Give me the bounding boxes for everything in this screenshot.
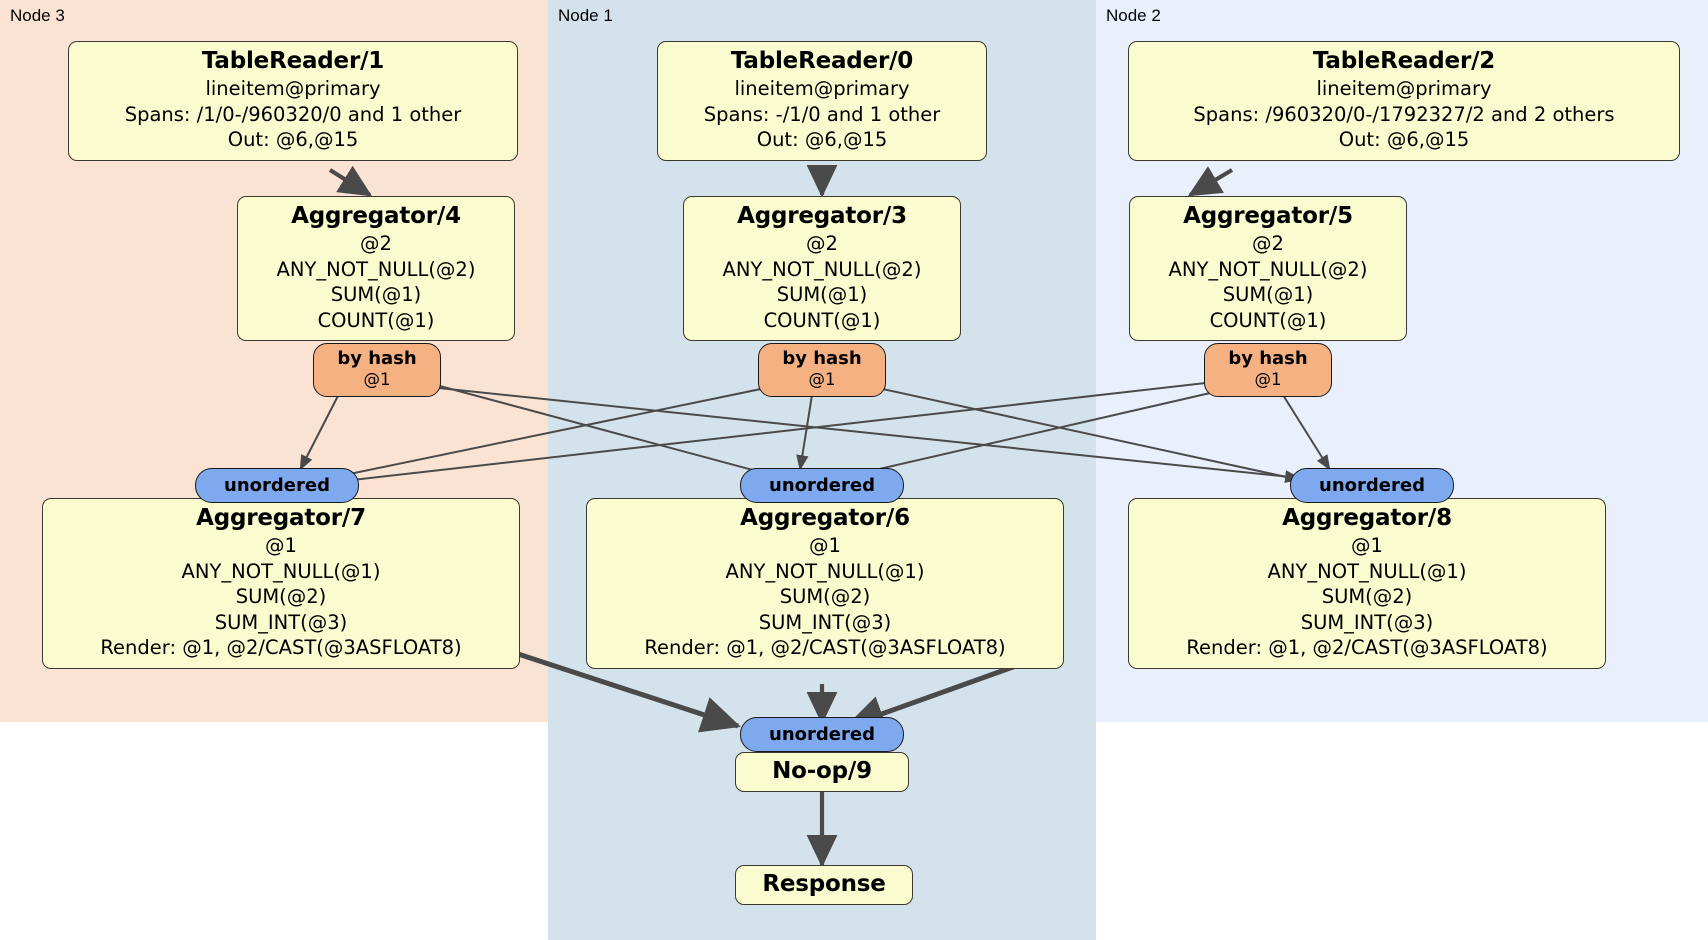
processor-detail-line: SUM_INT(@3): [214, 610, 348, 634]
processor-title: Aggregator/7: [196, 505, 366, 531]
processor-detail-line: Spans: /1/0-/960320/0 and 1 other: [124, 102, 462, 126]
synchronizer-unordered-left[interactable]: unordered: [195, 468, 359, 503]
router-by-hash-center[interactable]: by hash @1: [758, 343, 886, 397]
processor-detail-line: Out: @6,@15: [756, 128, 888, 151]
node-panel-label-node1: Node 1: [558, 6, 613, 25]
processor-detail-line: SUM_INT(@3): [1300, 610, 1434, 634]
router-column: @1: [808, 370, 836, 389]
router-by-hash-left[interactable]: by hash @1: [313, 343, 441, 397]
processor-detail-line: SUM(@1): [1222, 283, 1314, 306]
processor-detail-line: ANY_NOT_NULL(@2): [276, 257, 476, 281]
processor-box-aggregator-7[interactable]: Aggregator/7 @1 ANY_NOT_NULL(@1) SUM(@2)…: [42, 498, 520, 669]
processor-box-noop-9[interactable]: No-op/9: [735, 752, 909, 792]
processor-detail-line: SUM_INT(@3): [758, 610, 892, 634]
processor-detail-line: lineitem@primary: [205, 77, 381, 100]
processor-title: No-op/9: [772, 758, 872, 784]
processor-title: TableReader/0: [730, 48, 914, 74]
synchronizer-label: unordered: [769, 723, 875, 745]
processor-detail-line: lineitem@primary: [734, 77, 910, 100]
processor-detail-line: SUM(@1): [776, 283, 868, 306]
processor-detail-line: COUNT(@1): [1209, 308, 1327, 332]
processor-box-response[interactable]: Response: [735, 865, 913, 905]
processor-detail-line: SUM(@2): [779, 585, 871, 608]
processor-title: TableReader/1: [201, 48, 385, 74]
processor-detail-line: ANY_NOT_NULL(@1): [1267, 559, 1467, 583]
synchronizer-label: unordered: [1319, 474, 1425, 496]
node-panel-label-node2: Node 2: [1106, 6, 1161, 25]
processor-detail-line: Render: @1, @2/CAST(@3ASFLOAT8): [644, 636, 1006, 659]
processor-detail-line: ANY_NOT_NULL(@1): [181, 559, 381, 583]
synchronizer-label: unordered: [769, 474, 875, 496]
processor-detail-line: ANY_NOT_NULL(@2): [722, 257, 922, 281]
processor-box-aggregator-4[interactable]: Aggregator/4 @2 ANY_NOT_NULL(@2) SUM(@1)…: [237, 196, 515, 341]
node-panel-label-node3: Node 3: [10, 6, 65, 25]
processor-detail-line: COUNT(@1): [763, 308, 881, 332]
processor-detail-line: Spans: /960320/0-/1792327/2 and 2 others: [1193, 102, 1615, 126]
router-label: by hash: [782, 348, 862, 369]
processor-title: Aggregator/8: [1282, 505, 1452, 531]
processor-detail-line: SUM(@1): [330, 283, 422, 306]
processor-detail-line: lineitem@primary: [1316, 77, 1492, 100]
processor-box-aggregator-3[interactable]: Aggregator/3 @2 ANY_NOT_NULL(@2) SUM(@1)…: [683, 196, 961, 341]
processor-detail-line: Out: @6,@15: [227, 128, 359, 151]
synchronizer-unordered-final[interactable]: unordered: [740, 717, 904, 752]
processor-detail-line: ANY_NOT_NULL(@2): [1168, 257, 1368, 281]
processor-detail-line: SUM(@2): [235, 585, 327, 608]
processor-detail-line: @2: [806, 232, 838, 255]
processor-detail-line: Out: @6,@15: [1338, 128, 1470, 151]
processor-detail-line: @2: [360, 232, 392, 255]
processor-detail-line: Render: @1, @2/CAST(@3ASFLOAT8): [1186, 636, 1548, 659]
processor-detail-line: SUM(@2): [1321, 585, 1413, 608]
processor-title: Aggregator/4: [291, 203, 461, 229]
processor-detail-line: Render: @1, @2/CAST(@3ASFLOAT8): [100, 636, 462, 659]
router-by-hash-right[interactable]: by hash @1: [1204, 343, 1332, 397]
processor-box-aggregator-6[interactable]: Aggregator/6 @1 ANY_NOT_NULL(@1) SUM(@2)…: [586, 498, 1064, 669]
processor-box-aggregator-5[interactable]: Aggregator/5 @2 ANY_NOT_NULL(@2) SUM(@1)…: [1129, 196, 1407, 341]
processor-detail-line: @1: [1351, 534, 1383, 557]
processor-title: TableReader/2: [1312, 48, 1496, 74]
processor-detail-line: ANY_NOT_NULL(@1): [725, 559, 925, 583]
synchronizer-unordered-center[interactable]: unordered: [740, 468, 904, 503]
processor-box-aggregator-8[interactable]: Aggregator/8 @1 ANY_NOT_NULL(@1) SUM(@2)…: [1128, 498, 1606, 669]
processor-detail-line: @1: [809, 534, 841, 557]
processor-title: Aggregator/5: [1183, 203, 1353, 229]
router-label: by hash: [1228, 348, 1308, 369]
processor-box-tablereader-0[interactable]: TableReader/0 lineitem@primary Spans: -/…: [657, 41, 987, 161]
router-column: @1: [363, 370, 391, 389]
synchronizer-unordered-right[interactable]: unordered: [1290, 468, 1454, 503]
synchronizer-label: unordered: [224, 474, 330, 496]
processor-box-tablereader-2[interactable]: TableReader/2 lineitem@primary Spans: /9…: [1128, 41, 1680, 161]
processor-detail-line: COUNT(@1): [317, 308, 435, 332]
router-label: by hash: [337, 348, 417, 369]
processor-title: Aggregator/3: [737, 203, 907, 229]
processor-title: Aggregator/6: [740, 505, 910, 531]
processor-detail-line: Spans: -/1/0 and 1 other: [703, 102, 941, 126]
processor-title: Response: [762, 871, 886, 897]
processor-box-tablereader-1[interactable]: TableReader/1 lineitem@primary Spans: /1…: [68, 41, 518, 161]
router-column: @1: [1254, 370, 1282, 389]
processor-detail-line: @1: [265, 534, 297, 557]
processor-detail-line: @2: [1252, 232, 1284, 255]
